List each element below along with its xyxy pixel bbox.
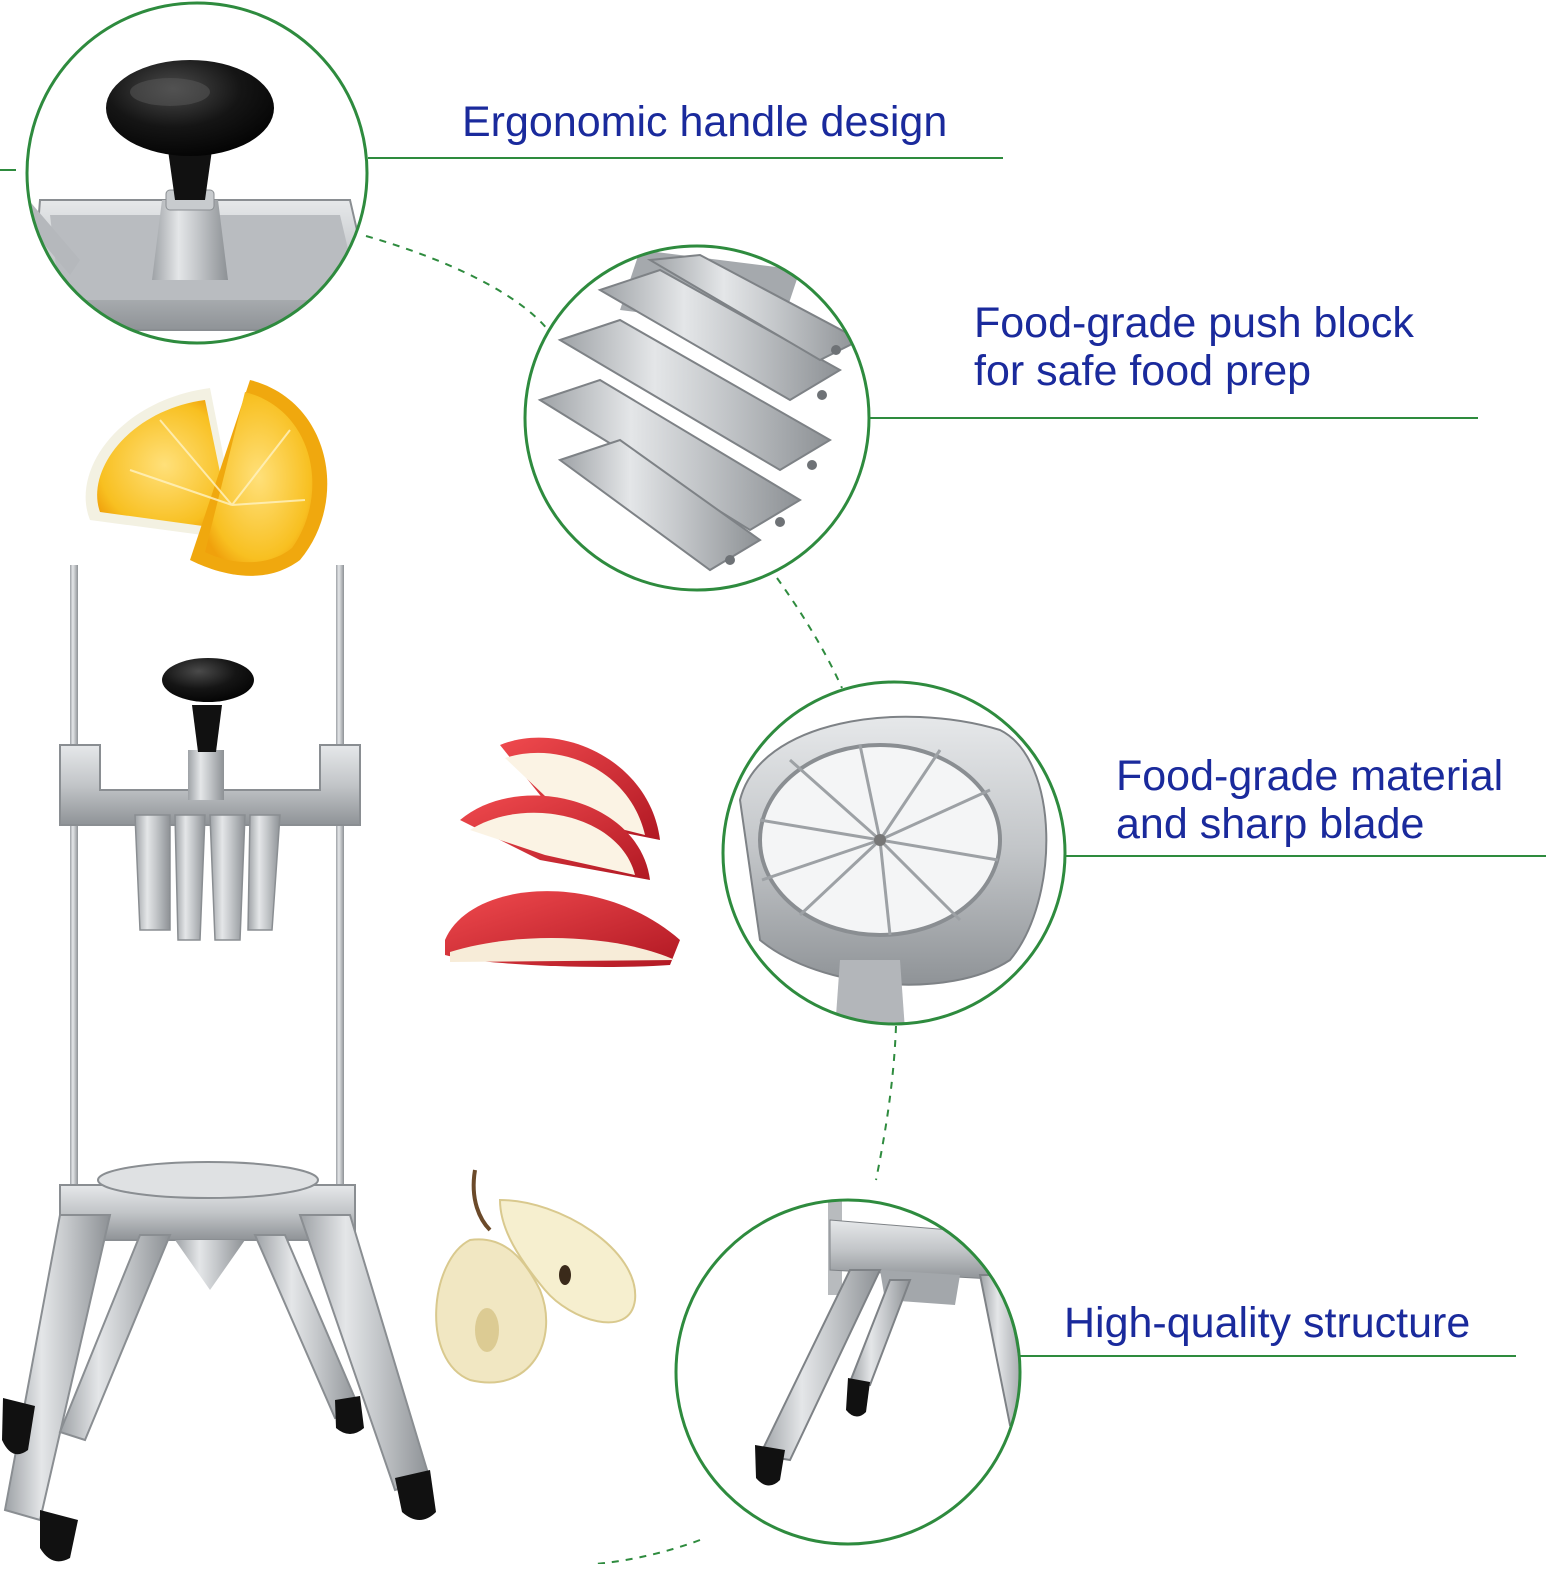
feature-label-line: Food-grade push block [974,299,1414,347]
tripod-legs-icon [674,1198,1022,1546]
feature-label-push-block: Food-grade push block for safe food prep [974,299,1414,395]
feature-label-line: Food-grade material [1116,752,1504,800]
knob-handle-icon [25,1,369,345]
fruit-slicer-product [2,565,436,1562]
apple-slices [445,737,680,967]
connector-dashes [365,235,897,1565]
lemon-wedges [85,380,328,576]
pear-halves [435,1169,637,1384]
feature-label-handle: Ergonomic handle design [462,98,947,146]
feature-label-line: High-quality structure [1064,1299,1471,1347]
feature-label-structure: High-quality structure [1064,1299,1470,1347]
feature-label-line: and sharp blade [1116,800,1425,848]
feature-label-line: Ergonomic handle design [462,98,948,146]
feature-label-material: Food-grade material and sharp blade [1116,752,1503,848]
feature-label-line: for safe food prep [974,347,1312,395]
push-block-icon [523,244,871,592]
blade-ring-icon [721,680,1067,1026]
leader-lines [0,157,1546,1357]
